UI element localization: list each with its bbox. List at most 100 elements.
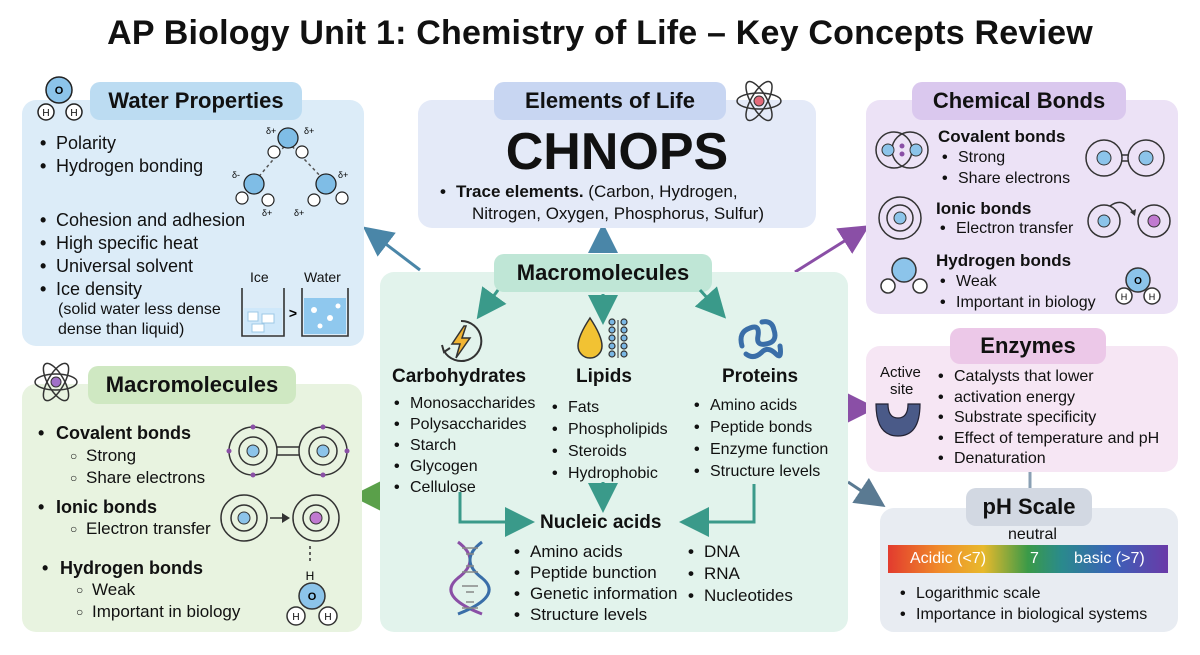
center-arrows — [458, 286, 756, 537]
svg-text:O: O — [1134, 276, 1142, 287]
ph-scale-bar — [888, 545, 1168, 573]
list-item: Important in biology — [74, 601, 240, 623]
macromolecules-center-heading: Macromolecules — [494, 254, 712, 292]
ionic-atom-icon — [878, 196, 922, 240]
trace-elements-rest: (Carbon, Hydrogen, — [583, 182, 738, 201]
list-item: Effect of temperature and pH — [936, 429, 1159, 450]
list-item: Amino acids — [512, 541, 677, 562]
list-item: Peptide bonds — [692, 417, 828, 439]
water-molecule-icon-left: O H H — [286, 582, 338, 626]
list-item: Cohesion and adhesion — [38, 209, 245, 232]
ph-acidic-label: Acidic (<7) — [910, 550, 987, 567]
nucleic-acids-list-b: DNA RNA Nucleotides — [686, 541, 793, 607]
water-list-b: Cohesion and adhesion High specific heat… — [38, 209, 245, 301]
list-item: Genetic information — [512, 583, 677, 604]
svg-text:δ+: δ+ — [338, 170, 348, 180]
trace-elements-bold: Trace elements. — [456, 182, 584, 201]
list-item: Electron transfer — [938, 218, 1073, 239]
lipid-drop-icon — [577, 316, 628, 359]
nucleic-acids-title: Nucleic acids — [540, 512, 662, 533]
left-covalent-list: Strong Share electrons — [68, 445, 205, 489]
water-molecule-icon: O H H — [37, 76, 83, 121]
hydrogen-bond-molecule-icon — [880, 257, 928, 294]
list-item: Weak — [74, 579, 240, 601]
water-label: Water — [304, 269, 341, 285]
list-item-continued: activation energy — [936, 388, 1159, 409]
list-item: Denaturation — [936, 449, 1159, 470]
list-item: Polarity — [38, 132, 203, 155]
svg-text:H: H — [42, 108, 49, 119]
water-list-a: Polarity Hydrogen bonding — [38, 132, 203, 178]
chnops-text: CHNOPS — [505, 123, 729, 181]
list-item: RNA — [686, 563, 793, 585]
list-item: Importance in biological systems — [898, 604, 1147, 625]
bonds-hydrogen-title: Hydrogen bonds — [936, 251, 1072, 270]
list-item: Share electrons — [68, 467, 205, 489]
svg-text:H: H — [70, 108, 77, 119]
list-item: Share electrons — [940, 168, 1070, 189]
active-site-label-2: site — [890, 381, 914, 398]
ionic-transfer-icon — [1087, 201, 1171, 238]
list-item: Electron transfer — [68, 518, 211, 540]
list-item: Cellulose — [392, 477, 535, 498]
atom-icon — [736, 80, 782, 122]
water-molecule-icon-bonds: O H H — [1115, 267, 1161, 305]
list-item: Hydrogen bonding — [38, 155, 203, 178]
list-item: Hydrophobic — [550, 463, 668, 485]
ice-density-note-1: (solid water less dense — [58, 301, 221, 318]
list-item: Steroids — [550, 441, 668, 463]
list-item: Structure levels — [512, 604, 677, 625]
arrow-to-ph — [847, 477, 886, 507]
list-item: Universal solvent — [38, 255, 245, 278]
ph-neutral-label: neutral — [1008, 526, 1057, 543]
list-item: DNA — [686, 541, 793, 563]
list-item: Weak — [938, 271, 1096, 292]
ph-scale-heading: pH Scale — [966, 488, 1092, 526]
list-item: Strong — [940, 147, 1070, 168]
list-item: Ice density — [38, 278, 245, 301]
enzyme-active-site-icon — [875, 403, 921, 437]
ice-density-note-2: dense than liquid) — [58, 321, 185, 338]
svg-text:δ+: δ+ — [262, 208, 272, 218]
svg-text:δ+: δ+ — [304, 126, 314, 136]
list-item: Peptide bunction — [512, 562, 677, 583]
left-ionic-list: Electron transfer — [68, 518, 211, 540]
list-item: Amino acids — [692, 395, 828, 417]
proteins-list: Amino acids Peptide bonds Enzyme functio… — [692, 395, 828, 483]
svg-text:H: H — [292, 612, 299, 623]
list-item: Fats — [550, 397, 668, 419]
ph-basic-label: basic (>7) — [1074, 550, 1145, 567]
carbohydrates-list: Monosaccharides Polysaccharides Starch G… — [392, 393, 535, 498]
bonds-covalent-list: Strong Share electrons — [940, 147, 1070, 189]
lightning-energy-icon — [441, 319, 483, 362]
atom-icon-left — [34, 362, 78, 402]
left-hydrogen-title: •Hydrogen bonds — [42, 558, 203, 578]
enzymes-heading: Enzymes — [950, 328, 1106, 364]
carbohydrates-title: Carbohydrates — [392, 366, 527, 387]
page-title: AP Biology Unit 1: Chemistry of Life – K… — [107, 14, 1093, 52]
elements-of-life-heading: Elements of Life — [494, 82, 726, 120]
svg-text:δ+: δ+ — [294, 208, 304, 218]
nucleic-acids-list-a: Amino acids Peptide bunction Genetic inf… — [512, 541, 677, 625]
svg-text:O: O — [55, 85, 64, 97]
elements-of-life-panel — [418, 100, 816, 228]
list-item: Logarithmic scale — [898, 583, 1147, 604]
lipids-list: Fats Phospholipids Steroids Hydrophobic — [550, 397, 668, 485]
list-item: Polysaccharides — [392, 414, 535, 435]
list-item: Important in biology — [938, 292, 1096, 313]
list-item: Monosaccharides — [392, 393, 535, 414]
svg-text:H: H — [1121, 292, 1128, 302]
arrow-to-bonds — [794, 225, 870, 274]
water-properties-heading: Water Properties — [90, 82, 302, 120]
bonds-ionic-title: Ionic bonds — [936, 199, 1032, 218]
list-item: Glycogen — [392, 456, 535, 477]
macromolecules-left-heading: Macromolecules — [88, 366, 296, 404]
list-item: Starch — [392, 435, 535, 456]
left-ionic-title: •Ionic bonds — [38, 497, 157, 517]
covalent-double-bond-icon — [226, 424, 350, 478]
ionic-transfer-icon-left: H — [220, 494, 340, 583]
svg-text:>: > — [289, 305, 297, 321]
covalent-overlap-icon — [875, 131, 929, 169]
svg-text:δ+: δ+ — [266, 126, 276, 136]
list-item: Enzyme function — [692, 439, 828, 461]
